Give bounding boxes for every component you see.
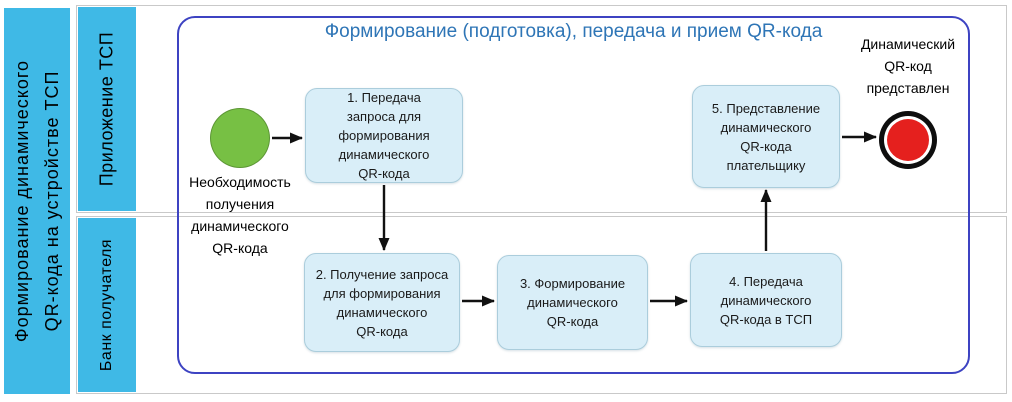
pool-label-bar: Формирование динамического QR-кода на ус…	[4, 8, 70, 394]
end-event-red-core	[887, 119, 929, 161]
end-event-circle	[879, 111, 937, 169]
process-container	[177, 16, 970, 374]
task-1: 1. Передача запроса для формирования дин…	[305, 88, 463, 183]
process-title: Формирование (подготовка), передача и пр…	[324, 21, 823, 42]
lane-divider	[76, 212, 1007, 217]
lane-label-bank: Банк получателя	[98, 238, 115, 372]
start-event-circle	[210, 108, 270, 168]
lane-label-cell-bank: Банк получателя	[78, 218, 136, 392]
lane-label-cell-app: Приложение ТСП	[78, 7, 136, 211]
task-5: 5. Представление динамического QR-кода п…	[692, 85, 840, 188]
task-3: 3. Формирование динамического QR-кода	[497, 255, 648, 350]
task-4: 4. Передача динамического QR-кода в ТСП	[690, 253, 842, 347]
end-event-label: Динамический QR-код представлен	[860, 36, 956, 96]
lane-label-app: Приложение ТСП	[96, 31, 117, 187]
start-event-label: Необходимость получения динамического QR…	[189, 174, 291, 256]
task-2: 2. Получение запроса для формирования ди…	[304, 253, 460, 352]
pool-label: Формирование динамического QR-кода на ус…	[12, 59, 62, 343]
